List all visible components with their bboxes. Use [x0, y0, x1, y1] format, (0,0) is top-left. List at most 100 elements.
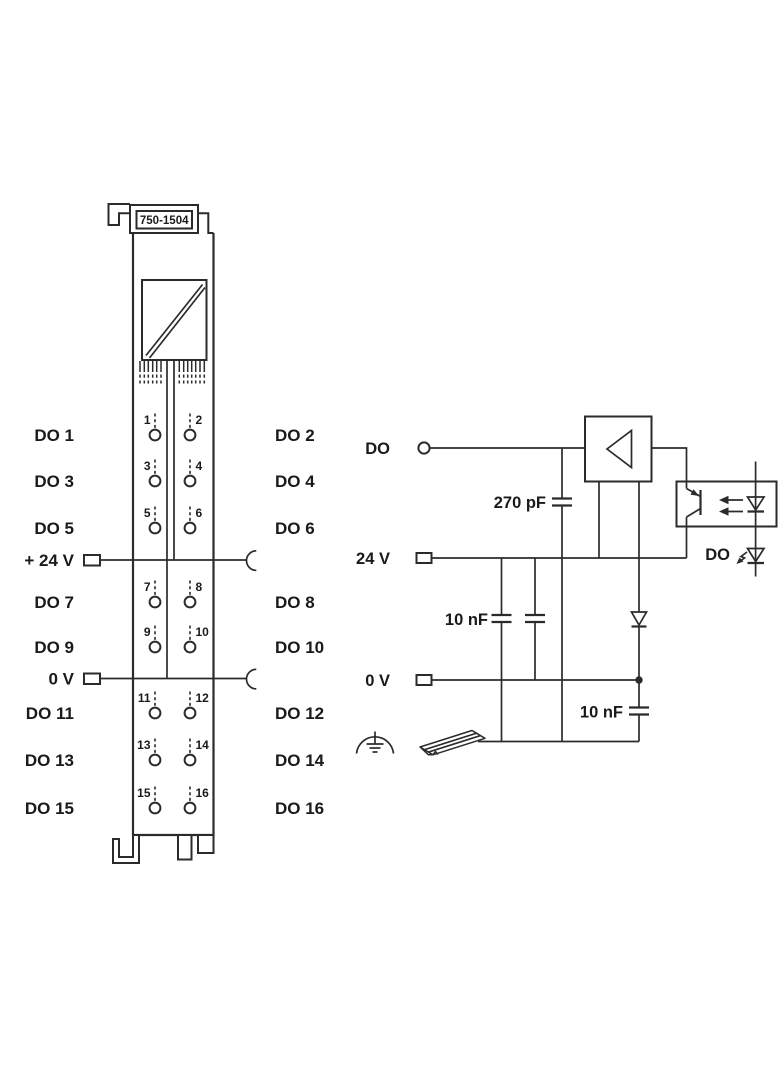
contact-15 [148, 801, 162, 815]
contact-7 [148, 595, 162, 609]
contact-number-11: 11 [138, 691, 151, 705]
label-0v: 0 V [48, 670, 74, 689]
contact-number-4: 4 [196, 459, 203, 473]
status-led-label: DO [705, 546, 730, 564]
opto-led-triangle [745, 496, 766, 512]
opto-led [745, 461, 766, 577]
contact-6 [183, 521, 197, 535]
contact-number-3: 3 [144, 459, 151, 473]
phototransistor-lower-diag [686, 507, 701, 518]
wire-bundle-hatch [139, 361, 206, 372]
contact-1 [148, 428, 162, 442]
supply-24v-terminal [415, 552, 433, 564]
light-arrow-2-head [719, 507, 729, 516]
jumper-contact-0v [245, 668, 257, 690]
contact-number-16: 16 [196, 786, 210, 800]
contact-number-13: 13 [137, 738, 151, 752]
capacitor-10nf-3 [629, 706, 649, 742]
do-input-terminal [417, 441, 431, 455]
foot-right [197, 834, 215, 854]
power-row-0v: 0 V [48, 668, 257, 690]
contact-number-1: 1 [144, 413, 151, 427]
label-do3: DO 3 [34, 472, 74, 491]
light-arrow-1-head [719, 495, 729, 505]
amplifier-triangle [605, 428, 633, 470]
contact-16 [183, 801, 197, 815]
capacitor-10nf-1 [491, 558, 512, 742]
io-module-drawing: 750-1504 + 24 V [24, 203, 325, 864]
amplifier-box [584, 415, 653, 483]
module-top-latch [107, 203, 130, 226]
contact-12 [183, 706, 197, 720]
phototransistor [685, 481, 702, 558]
contact-4 [183, 474, 197, 488]
diode [630, 611, 648, 708]
part-number-box-inner [135, 210, 193, 230]
electronics-diagonal-1 [145, 283, 204, 357]
contact-3 [148, 474, 162, 488]
zero-volt-terminal [415, 674, 433, 686]
junction-dot [635, 676, 643, 684]
contact-number-14: 14 [196, 738, 210, 752]
terminal-0v [83, 672, 101, 685]
amplifier-output-wire [651, 447, 688, 482]
label-plus-24v: + 24 V [24, 551, 74, 570]
contact-number-15: 15 [137, 786, 151, 800]
contact-11 [148, 706, 162, 720]
contact-13 [148, 753, 162, 767]
optocoupler [675, 461, 778, 577]
contact-2 [183, 428, 197, 442]
contact-14 [183, 753, 197, 767]
contact-9 [148, 640, 162, 654]
contact-10 [183, 640, 197, 654]
contact-number-2: 2 [196, 413, 203, 427]
status-led: DO [705, 546, 766, 565]
label-do13: DO 13 [25, 751, 74, 770]
module-body-outline [131, 233, 215, 837]
phototransistor-arrow [690, 489, 699, 496]
contact-number-6: 6 [196, 506, 203, 520]
do-input-label: DO [365, 440, 390, 458]
din-rail-notch [432, 750, 439, 756]
contact-number-9: 9 [144, 625, 151, 639]
label-do7: DO 7 [34, 593, 74, 612]
mounting-feet [112, 834, 215, 864]
din-rail-icon [419, 729, 486, 756]
contact-number-7: 7 [144, 580, 151, 594]
din-rail-end-cap [419, 746, 433, 756]
diode-triangle [630, 611, 648, 627]
part-number: 750-1504 [140, 215, 189, 227]
power-row-24v: + 24 V [24, 549, 257, 572]
status-led-triangle [745, 547, 766, 564]
label-do16: DO 16 [275, 799, 324, 818]
circuit-schematic: DO 270 pF [355, 415, 778, 756]
label-do11: DO 11 [26, 704, 74, 723]
wire-bundle-dashes [139, 374, 206, 384]
din-rail-flange-bottom [427, 734, 486, 756]
cap-270pf-label: 270 pF [494, 494, 546, 512]
label-do8: DO 8 [275, 593, 315, 612]
channel-labels: DO 1 DO 3 DO 5 DO 7 DO 9 DO 11 DO 13 DO … [25, 426, 325, 818]
contact-points: 1 2 3 4 5 6 7 8 [137, 413, 210, 815]
label-do5: DO 5 [34, 519, 74, 538]
capacitor-10nf-2 [525, 558, 545, 680]
contact-8 [183, 595, 197, 609]
label-do1: DO 1 [34, 426, 74, 445]
capacitor-270pf [552, 448, 572, 742]
label-do15: DO 15 [25, 799, 74, 818]
cap-10nf-label: 10 nF [445, 611, 488, 629]
foot-hook [112, 834, 140, 864]
module-top-step [198, 212, 214, 234]
contact-number-10: 10 [196, 625, 210, 639]
label-do4: DO 4 [275, 472, 315, 491]
earth-ground-icon [355, 731, 395, 754]
zero-volt-label: 0 V [365, 672, 390, 690]
supply-24v-label: 24 V [356, 550, 390, 568]
contact-number-12: 12 [196, 691, 210, 705]
terminal-24v [83, 554, 101, 567]
label-do12: DO 12 [275, 704, 324, 723]
contact-number-8: 8 [196, 580, 203, 594]
light-arrows [719, 495, 743, 516]
